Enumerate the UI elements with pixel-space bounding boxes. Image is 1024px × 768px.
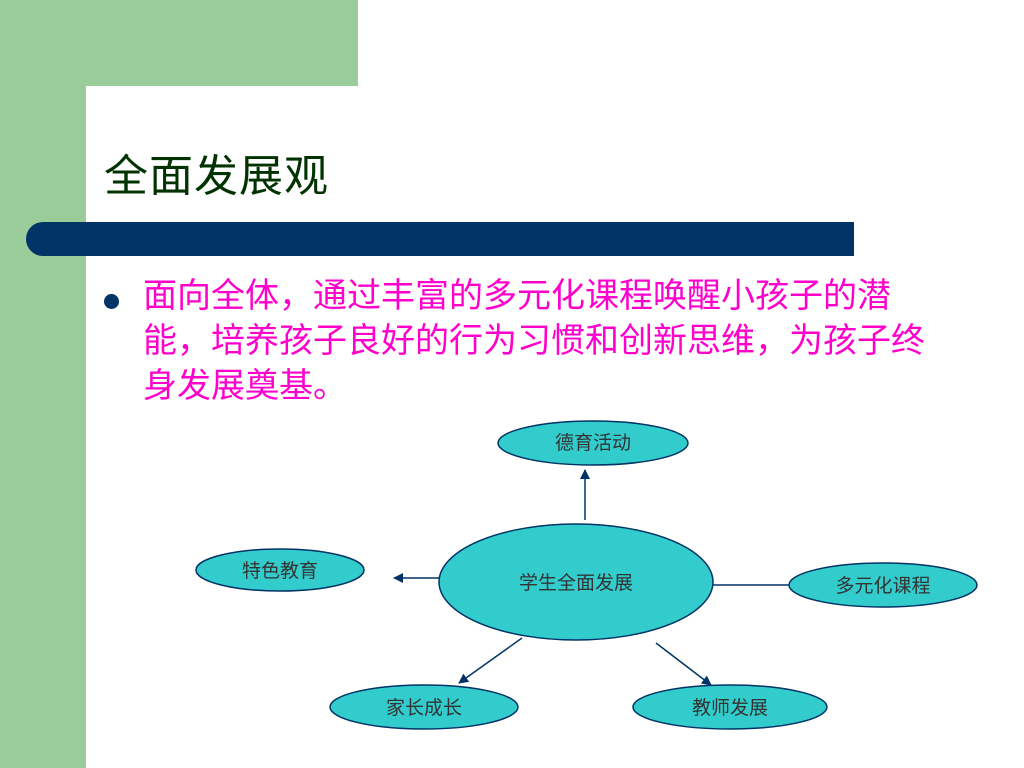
node-special-label: 特色教育	[242, 560, 318, 582]
node-curriculum: 多元化课程	[788, 562, 978, 608]
node-parent: 家长成长	[329, 684, 519, 730]
left-decorative-bar	[0, 0, 86, 768]
bullet-icon	[104, 294, 119, 309]
title-underline-bar	[26, 222, 854, 256]
slide-title: 全面发展观	[104, 151, 329, 202]
node-curriculum-label: 多元化课程	[835, 575, 930, 597]
node-teacher-label: 教师发展	[692, 697, 768, 719]
node-teacher: 教师发展	[632, 684, 828, 730]
connector-to-teacher	[655, 642, 712, 686]
bullet-item: 面向全体，通过丰富的多元化课程唤醒小孩子的潜能，培养孩子良好的行为习惯和创新思维…	[104, 274, 964, 409]
node-special: 特色教育	[195, 548, 365, 592]
bullet-text: 面向全体，通过丰富的多元化课程唤醒小孩子的潜能，培养孩子良好的行为习惯和创新思维…	[143, 276, 925, 406]
node-moral: 德育活动	[497, 420, 689, 466]
top-decorative-block	[86, 0, 358, 86]
connector-to-parent	[458, 637, 523, 684]
node-moral-label: 德育活动	[555, 432, 631, 454]
center-node-label: 学生全面发展	[519, 572, 633, 594]
center-node: 学生全面发展	[438, 523, 714, 641]
node-parent-label: 家长成长	[386, 697, 462, 719]
